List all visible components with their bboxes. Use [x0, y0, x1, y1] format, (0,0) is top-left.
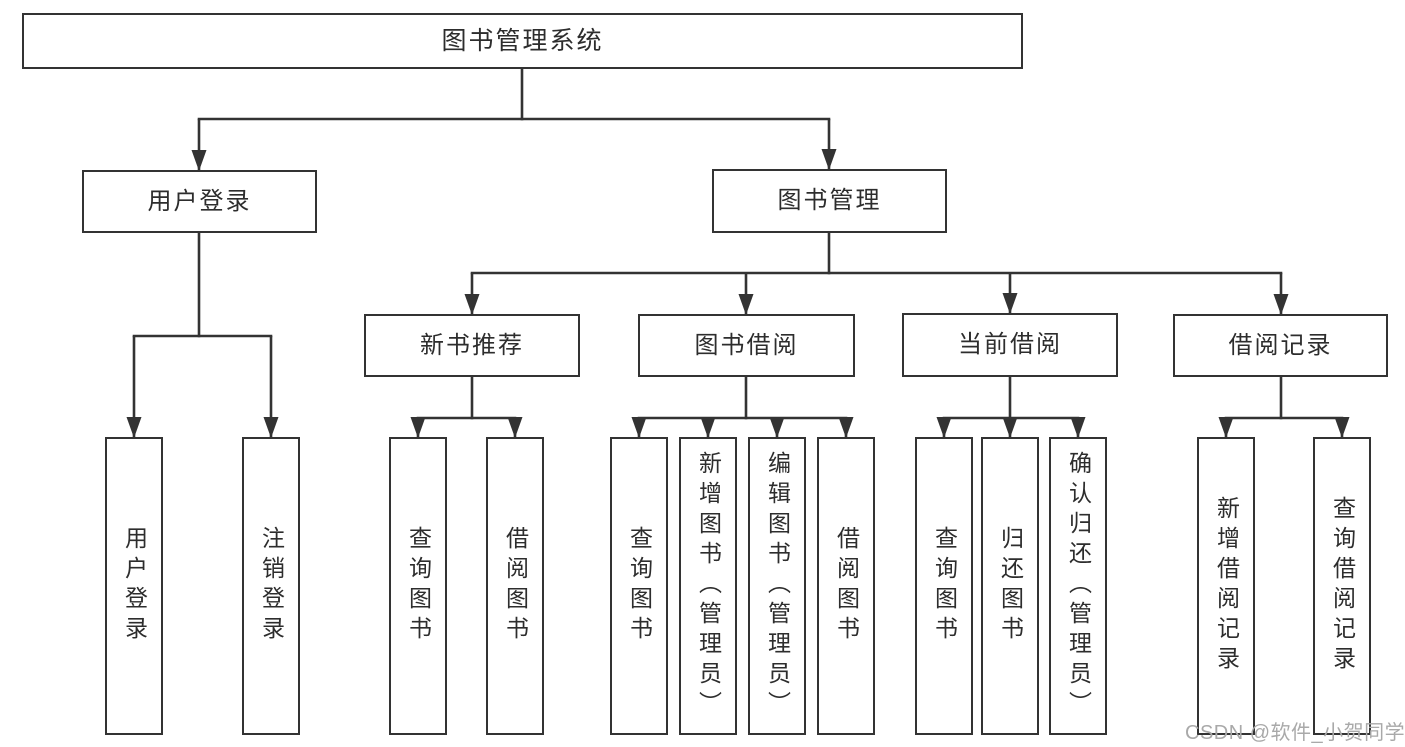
node-book-management: 图书管理: [712, 169, 947, 233]
leaf-return-book-label: 归还图书: [997, 526, 1024, 646]
node-borrow-records: 借阅记录: [1173, 314, 1388, 377]
leaf-borrow-books-borrow: 借阅图书: [817, 437, 875, 735]
leaf-logout-label: 注销登录: [258, 526, 285, 646]
leaf-borrow-books-newbooks-label: 借阅图书: [502, 526, 529, 646]
root-node-label: 图书管理系统: [441, 26, 604, 55]
root-node: 图书管理系统: [22, 13, 1023, 69]
leaf-borrow-books-borrow-label: 借阅图书: [833, 526, 860, 646]
leaf-query-books-borrow: 查询图书: [610, 437, 668, 735]
leaf-query-books-borrow-label: 查询图书: [626, 526, 653, 646]
leaf-confirm-return-admin-label: 确认归还（管理员）: [1065, 451, 1092, 721]
node-book-management-label: 图书管理: [777, 187, 882, 214]
node-user-login-label: 用户登录: [147, 187, 252, 215]
leaf-borrow-books-newbooks: 借阅图书: [486, 437, 544, 735]
leaf-add-book-admin: 新增图书（管理员）: [679, 437, 737, 735]
leaf-user-login: 用户登录: [105, 437, 163, 735]
node-book-borrow-label: 图书借阅: [694, 331, 799, 359]
leaf-query-books-current: 查询图书: [915, 437, 973, 735]
leaf-add-borrow-record-label: 新增借阅记录: [1213, 496, 1240, 676]
leaf-add-book-admin-label: 新增图书（管理员）: [695, 451, 722, 721]
leaf-return-book: 归还图书: [981, 437, 1039, 735]
node-borrow-records-label: 借阅记录: [1228, 331, 1333, 359]
leaf-query-books-newbooks-label: 查询图书: [405, 526, 432, 646]
leaf-edit-book-admin-label: 编辑图书（管理员）: [764, 451, 791, 721]
leaf-query-borrow-record: 查询借阅记录: [1313, 437, 1371, 735]
node-new-book-recommend: 新书推荐: [364, 314, 580, 377]
node-user-login: 用户登录: [82, 170, 317, 233]
node-book-borrow: 图书借阅: [638, 314, 855, 377]
leaf-add-borrow-record: 新增借阅记录: [1197, 437, 1255, 735]
leaf-user-login-label: 用户登录: [121, 526, 148, 646]
leaf-confirm-return-admin: 确认归还（管理员）: [1049, 437, 1107, 735]
watermark: CSDN @软件_小贺同学: [1185, 722, 1405, 744]
leaf-logout: 注销登录: [242, 437, 300, 735]
node-current-borrow-label: 当前借阅: [958, 331, 1062, 358]
leaf-edit-book-admin: 编辑图书（管理员）: [748, 437, 806, 735]
leaf-query-books-newbooks: 查询图书: [389, 437, 447, 735]
node-current-borrow: 当前借阅: [902, 313, 1118, 377]
leaf-query-books-current-label: 查询图书: [931, 526, 958, 646]
node-new-book-recommend-label: 新书推荐: [420, 331, 524, 359]
leaf-query-borrow-record-label: 查询借阅记录: [1329, 496, 1356, 676]
